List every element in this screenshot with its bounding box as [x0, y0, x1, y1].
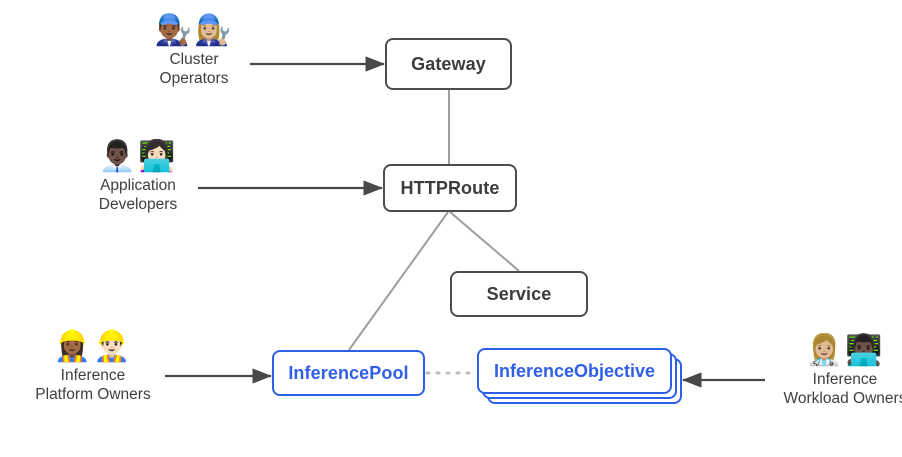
node-gateway[interactable]: Gateway — [385, 38, 512, 90]
edge-httproute-service — [449, 211, 520, 272]
inference-workload-owners-label-line2: Workload Owners — [783, 390, 902, 407]
inference-workload-owners-icon: 👩🏼‍⚕️👨🏿‍💻 — [805, 334, 885, 367]
node-gateway-label: Gateway — [411, 53, 486, 74]
persona-application-developers: 👨🏿‍💼👩🏻‍💻 Application Developers — [62, 140, 214, 214]
cluster-operators-icon: 👨🏾‍🔧👩🏼‍🔧 — [154, 14, 234, 47]
cluster-operators-label-line1: Cluster — [169, 51, 219, 68]
application-developers-label-line2: Developers — [98, 196, 178, 213]
application-developers-icon: 👨🏿‍💼👩🏻‍💻 — [98, 140, 178, 173]
node-inferencepool-label: InferencePool — [288, 362, 409, 383]
node-inferencepool[interactable]: InferencePool — [272, 350, 425, 396]
node-inferenceobjective-label: InferenceObjective — [493, 360, 656, 381]
node-httproute[interactable]: HTTPRoute — [383, 164, 517, 212]
persona-inference-workload-owners: 👩🏼‍⚕️👨🏿‍💻 Inference Workload Owners — [770, 334, 902, 408]
node-inferenceobjective[interactable]: InferenceObjective — [477, 348, 687, 410]
node-service-label: Service — [486, 283, 552, 304]
node-service[interactable]: Service — [450, 271, 588, 317]
inference-platform-owners-label-line2: Platform Owners — [35, 386, 151, 403]
inference-platform-owners-label-line1: Inference — [60, 367, 126, 384]
persona-cluster-operators: 👨🏾‍🔧👩🏼‍🔧 Cluster Operators — [126, 14, 262, 88]
inferenceobjective-stack-front[interactable]: InferenceObjective — [477, 348, 672, 394]
application-developers-label-line1: Application — [100, 177, 176, 194]
edge-httproute-inferencepool — [348, 211, 449, 351]
inference-workload-owners-label-line1: Inference — [812, 371, 878, 388]
node-httproute-label: HTTPRoute — [400, 177, 500, 198]
cluster-operators-label-line2: Operators — [159, 70, 229, 87]
persona-inference-platform-owners: 👷🏾‍♀️👷🏻‍♂️ Inference Platform Owners — [20, 330, 166, 404]
inference-platform-owners-icon: 👷🏾‍♀️👷🏻‍♂️ — [53, 330, 133, 363]
